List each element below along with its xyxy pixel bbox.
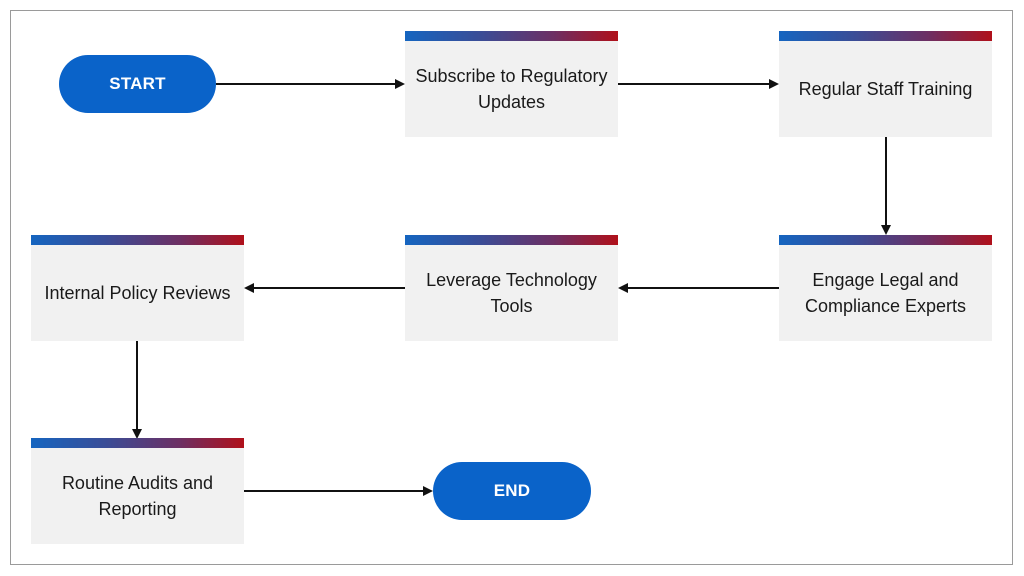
step-policy[interactable]: Internal Policy Reviews — [31, 235, 244, 341]
step-accent-bar — [31, 438, 244, 448]
step-label: Routine Audits and Reporting — [61, 473, 214, 519]
step-label: Internal Policy Reviews — [44, 283, 231, 303]
step-label: Subscribe to Regulatory Updates — [415, 66, 608, 112]
step-subscribe[interactable]: Subscribe to Regulatory Updates — [405, 31, 618, 137]
step-accent-bar — [405, 31, 618, 41]
step-accent-bar — [779, 235, 992, 245]
step-label: Regular Staff Training — [798, 79, 973, 99]
step-accent-bar — [405, 235, 618, 245]
step-accent-bar — [31, 235, 244, 245]
step-accent-bar — [779, 31, 992, 41]
step-label: Leverage Technology Tools — [426, 270, 597, 316]
step-engage[interactable]: Engage Legal and Compliance Experts — [779, 235, 992, 341]
start-terminal[interactable]: START — [59, 55, 216, 113]
step-audits[interactable]: Routine Audits and Reporting — [31, 438, 244, 544]
step-training[interactable]: Regular Staff Training — [779, 31, 992, 137]
end-terminal[interactable]: END — [433, 462, 591, 520]
step-technology[interactable]: Leverage Technology Tools — [405, 235, 618, 341]
step-label: Engage Legal and Compliance Experts — [804, 270, 967, 316]
